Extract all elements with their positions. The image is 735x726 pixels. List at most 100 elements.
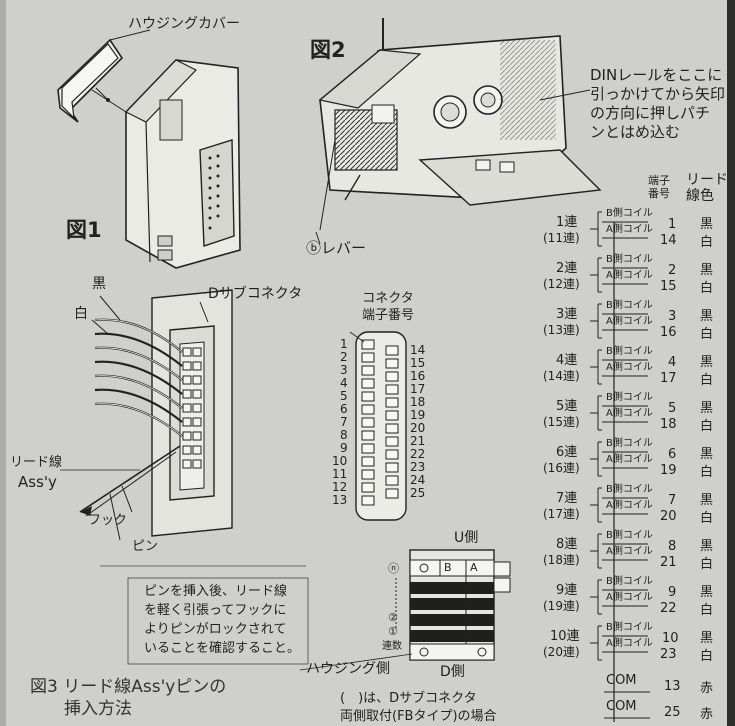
instruction-line-3: よりピンがロックされて	[144, 622, 287, 637]
b-coil-label: B側コイル	[606, 346, 653, 357]
instruction-line-4: いることを確認すること。	[144, 641, 301, 656]
a-pin-number: 23	[660, 647, 677, 662]
b-pin-number: 4	[668, 355, 677, 370]
com-label: COM	[606, 699, 637, 714]
pin-instruction: ピンを挿入後、リード線 を軽く引張ってフックに よりピンがロックされて いること…	[144, 582, 300, 658]
b-coil-label: B側コイル	[606, 438, 653, 449]
a-pin-number: 19	[660, 463, 677, 478]
din-note-line-1: DINレールをここに	[590, 66, 723, 84]
instruction-box	[127, 577, 309, 665]
terminal-number-header: 端子 番号	[648, 174, 670, 200]
connector-pin-drawing	[349, 331, 407, 521]
a-pin-number: 22	[660, 601, 677, 616]
b-coil-label: B側コイル	[606, 576, 653, 587]
a-coil-label: A側コイル	[606, 270, 653, 281]
station-1-label: ①	[388, 625, 398, 638]
housing-cover-label: ハウジングカバー	[128, 16, 240, 32]
connector-pin-number: 11	[332, 467, 348, 481]
u-side-label: U側	[454, 530, 479, 546]
b-coil-label: B側コイル	[606, 530, 653, 541]
white-wire-label: 白	[74, 306, 88, 322]
com-pin-number: 25	[664, 705, 681, 720]
connector-pin-number: 13	[332, 493, 348, 507]
station-alt-label: (17連)	[543, 507, 580, 521]
a-lead-color: 白	[700, 557, 714, 572]
connector-pin-number: 23	[410, 460, 426, 474]
b-lead-color: 黒	[700, 217, 714, 232]
station-alt-label: (18連)	[543, 553, 580, 567]
station-label: 3連	[556, 307, 578, 322]
com-pin-number: 13	[664, 679, 681, 694]
a-lead-color: 白	[700, 327, 714, 342]
station-label: 7連	[556, 491, 578, 506]
b-lead-color: 黒	[700, 539, 714, 554]
connector-pin-number: 19	[410, 408, 426, 422]
connector-pin-number: 7	[340, 415, 348, 429]
a-coil-label: A側コイル	[606, 408, 653, 419]
station-alt-label: (16連)	[543, 461, 580, 475]
connector-pin-number: 9	[340, 441, 348, 455]
connector-title-line-1: コネクタ	[362, 291, 414, 306]
station-label: 6連	[556, 445, 578, 460]
b-coil-label: B側コイル	[606, 208, 653, 219]
b-pin-number: 7	[668, 493, 677, 508]
b-coil-label: B側コイル	[606, 622, 653, 633]
b-lead-color: 黒	[700, 263, 714, 278]
com-lead-color: 赤	[700, 681, 714, 696]
housing-side-label: ハウジング側	[306, 661, 390, 677]
b-coil-label: B側コイル	[606, 300, 653, 311]
housing-drawing	[91, 59, 241, 269]
station-label: 5連	[556, 399, 578, 414]
figure-1-label: 図1	[66, 218, 102, 242]
a-lead-color: 白	[700, 465, 714, 480]
station-label: 8連	[556, 537, 578, 552]
b-pin-number: 1	[668, 217, 677, 232]
a-pin-number: 15	[660, 279, 677, 294]
a-coil-label: A側コイル	[606, 224, 653, 235]
dsub-leads-drawing	[60, 289, 233, 541]
manifold-din-drawing	[315, 18, 602, 245]
connector-title-line-2: 端子番号	[362, 308, 415, 323]
a-lead-color: 白	[700, 511, 714, 526]
b-lead-color: 黒	[700, 401, 714, 416]
station-2-label: ②	[388, 611, 398, 624]
scan-right-edge	[727, 0, 735, 726]
lead-color-header: リード 線色	[686, 172, 728, 204]
connector-pin-number: 14	[410, 343, 426, 357]
footnote-line-1: ( )は、Dサブコネクタ	[340, 691, 477, 706]
din-note-line-2: 引っかけてから矢印	[590, 85, 726, 103]
a-pin-number: 20	[660, 509, 677, 524]
b-pin-number: 5	[668, 401, 677, 416]
connector-pin-number: 2	[340, 350, 348, 364]
coil-lines	[590, 211, 650, 719]
connector-pin-number: 10	[332, 454, 348, 468]
com-label: COM	[606, 673, 637, 688]
instruction-line-2: を軽く引張ってフックに	[144, 603, 287, 618]
footnote-line-2: 両側取付(FBタイプ)の場合	[340, 709, 497, 724]
b-lead-color: 黒	[700, 447, 714, 462]
din-note-line-3: の方向に押しパチ	[590, 104, 711, 122]
connector-pin-number: 3	[340, 363, 348, 377]
connector-pin-number: 22	[410, 447, 426, 461]
caption-line-2: 挿入方法	[64, 699, 132, 719]
b-lead-color: 黒	[700, 493, 714, 508]
hook-label: フック	[88, 513, 128, 528]
a-port-label: A	[470, 561, 478, 574]
a-pin-number: 14	[660, 233, 677, 248]
d-side-label: D側	[440, 664, 465, 680]
lead-header-line-2: 線色	[686, 188, 714, 204]
a-pin-number: 18	[660, 417, 677, 432]
b-pin-number: 6	[668, 447, 677, 462]
a-lead-color: 白	[700, 649, 714, 664]
b-lead-color: 黒	[700, 585, 714, 600]
connector-pin-number: 8	[340, 428, 348, 442]
terminal-header-line-2: 番号	[648, 187, 670, 200]
b-pin-number: 9	[668, 585, 677, 600]
b-pin-number: 3	[668, 309, 677, 324]
a-coil-label: A側コイル	[606, 362, 653, 373]
din-note-line-4: ンとはめ込む	[590, 123, 681, 141]
connector-pin-number: 6	[340, 402, 348, 416]
a-pin-number: 21	[660, 555, 677, 570]
station-alt-label: (12連)	[543, 277, 580, 291]
